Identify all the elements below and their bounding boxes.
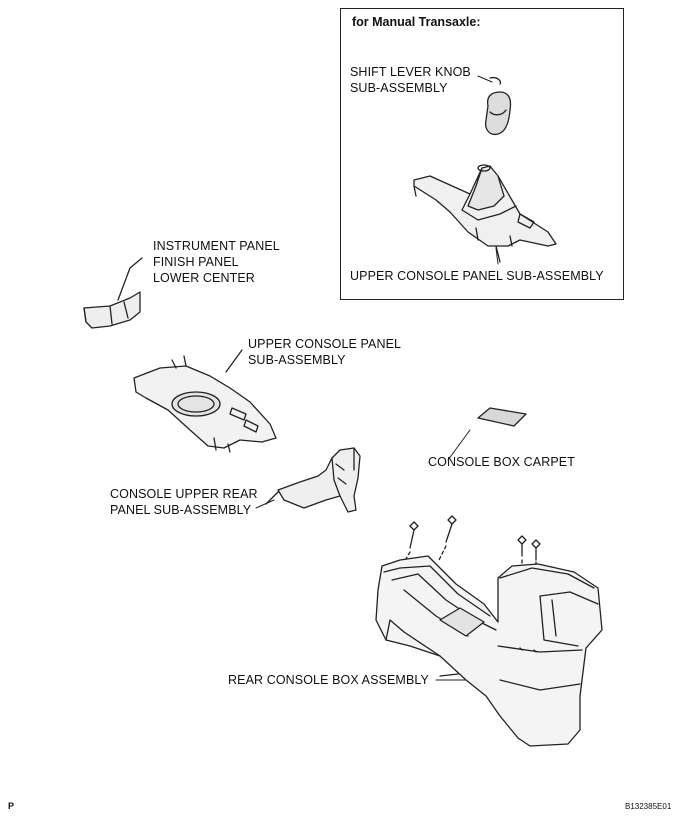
inset-title: for Manual Transaxle: [352,15,481,29]
rear-console-box-drawing [375,555,603,747]
upper-console-panel-drawing [133,349,277,453]
upper-console-panel-label-line2: SUB-ASSEMBLY [248,353,346,367]
console-upper-rear-label-line1: CONSOLE UPPER REAR [110,487,258,501]
inset-upper-console-panel-label: UPPER CONSOLE PANEL SUB-ASSEMBLY [350,269,604,283]
console-upper-rear-panel-drawing [265,447,361,513]
leader-lines [255,75,499,681]
console-box-carpet-drawing [477,407,527,427]
shift-lever-knob-drawing [484,76,512,136]
console-box-carpet-label: CONSOLE BOX CARPET [428,455,575,469]
instrument-panel-label-line2: FINISH PANEL [153,255,239,269]
instrument-panel-label-line3: LOWER CENTER [153,271,255,285]
shift-lever-knob-label-line1: SHIFT LEVER KNOB [350,65,471,79]
shift-lever-knob-label-line2: SUB-ASSEMBLY [350,81,448,95]
figure-code: B132385E01 [625,802,672,811]
instrument-panel-label-line1: INSTRUMENT PANEL [153,239,280,253]
console-upper-rear-label-line2: PANEL SUB-ASSEMBLY [110,503,252,517]
upper-console-panel-label-line1: UPPER CONSOLE PANEL [248,337,402,351]
manual-transaxle-inset [340,8,624,300]
instrument-panel-finish-drawing [83,257,143,329]
page-mark: P [8,801,15,811]
rear-console-box-label: REAR CONSOLE BOX ASSEMBLY [228,673,429,687]
inset-upper-console-panel-drawing [413,164,557,263]
